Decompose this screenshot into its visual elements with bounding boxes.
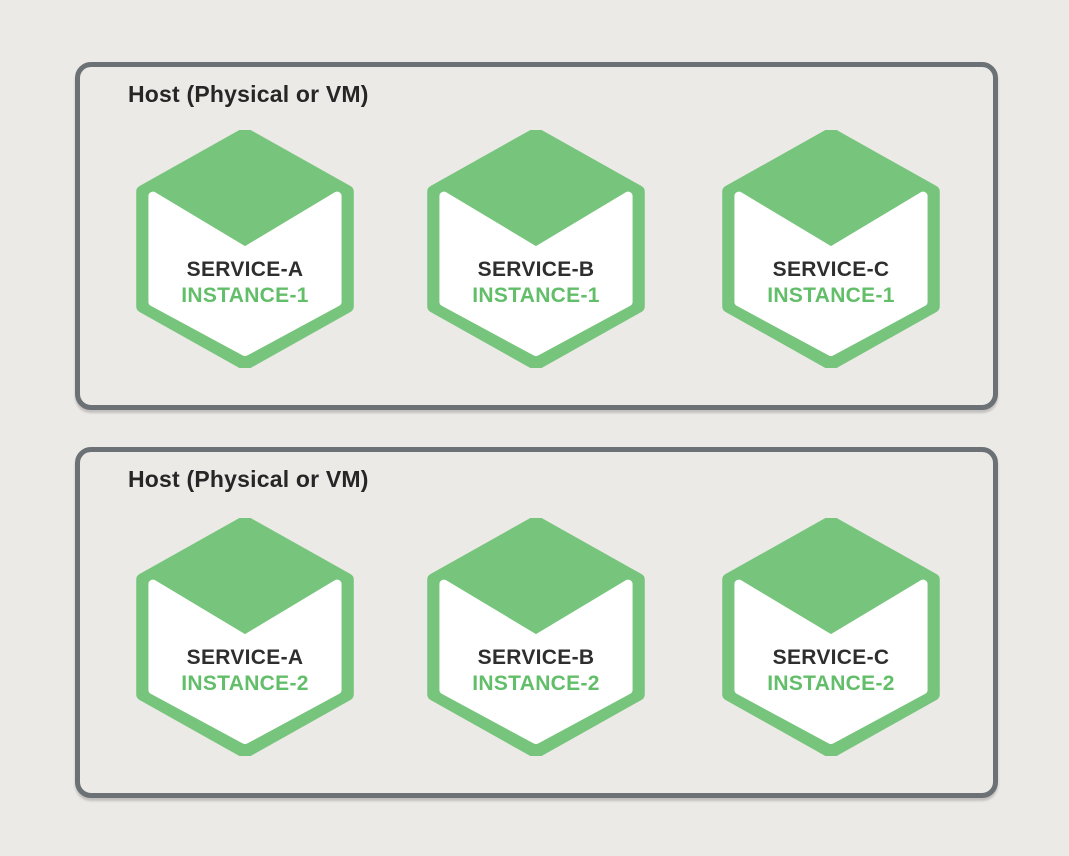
service-name-label: SERVICE-C <box>772 646 890 669</box>
service-hexagon-a2: SERVICE-A INSTANCE-2 <box>134 518 356 756</box>
instance-name-label: INSTANCE-1 <box>181 284 309 307</box>
cube-hexagon-icon <box>427 518 645 756</box>
instance-name-label: INSTANCE-2 <box>181 672 309 695</box>
service-hexagon-a1: SERVICE-A INSTANCE-1 <box>134 130 356 368</box>
hexagon-label: SERVICE-A INSTANCE-2 <box>134 645 356 697</box>
service-name-label: SERVICE-A <box>186 258 304 281</box>
hexagon-label: SERVICE-C INSTANCE-2 <box>720 645 942 697</box>
cube-hexagon-icon <box>136 130 354 368</box>
instance-name-label: INSTANCE-1 <box>472 284 600 307</box>
host-title: Host (Physical or VM) <box>128 466 369 492</box>
instance-name-label: INSTANCE-1 <box>767 284 895 307</box>
cube-hexagon-icon <box>722 130 940 368</box>
host-box-2: Host (Physical or VM) SERVICE-A INSTANCE… <box>75 447 998 798</box>
service-name-label: SERVICE-B <box>477 258 595 281</box>
instance-name-label: INSTANCE-2 <box>767 672 895 695</box>
hexagon-label: SERVICE-C INSTANCE-1 <box>720 257 942 309</box>
service-hexagon-c2: SERVICE-C INSTANCE-2 <box>720 518 942 756</box>
service-hexagon-b2: SERVICE-B INSTANCE-2 <box>425 518 647 756</box>
hexagon-label: SERVICE-B INSTANCE-1 <box>425 257 647 309</box>
cube-hexagon-icon <box>722 518 940 756</box>
host-box-1: Host (Physical or VM) SERVICE-A INSTANCE… <box>75 62 998 410</box>
cube-hexagon-icon <box>427 130 645 368</box>
service-name-label: SERVICE-C <box>772 258 890 281</box>
service-name-label: SERVICE-B <box>477 646 595 669</box>
service-name-label: SERVICE-A <box>186 646 304 669</box>
hexagon-label: SERVICE-A INSTANCE-1 <box>134 257 356 309</box>
instance-name-label: INSTANCE-2 <box>472 672 600 695</box>
hexagon-label: SERVICE-B INSTANCE-2 <box>425 645 647 697</box>
host-title: Host (Physical or VM) <box>128 81 369 107</box>
service-hexagon-b1: SERVICE-B INSTANCE-1 <box>425 130 647 368</box>
cube-hexagon-icon <box>136 518 354 756</box>
service-hexagon-c1: SERVICE-C INSTANCE-1 <box>720 130 942 368</box>
